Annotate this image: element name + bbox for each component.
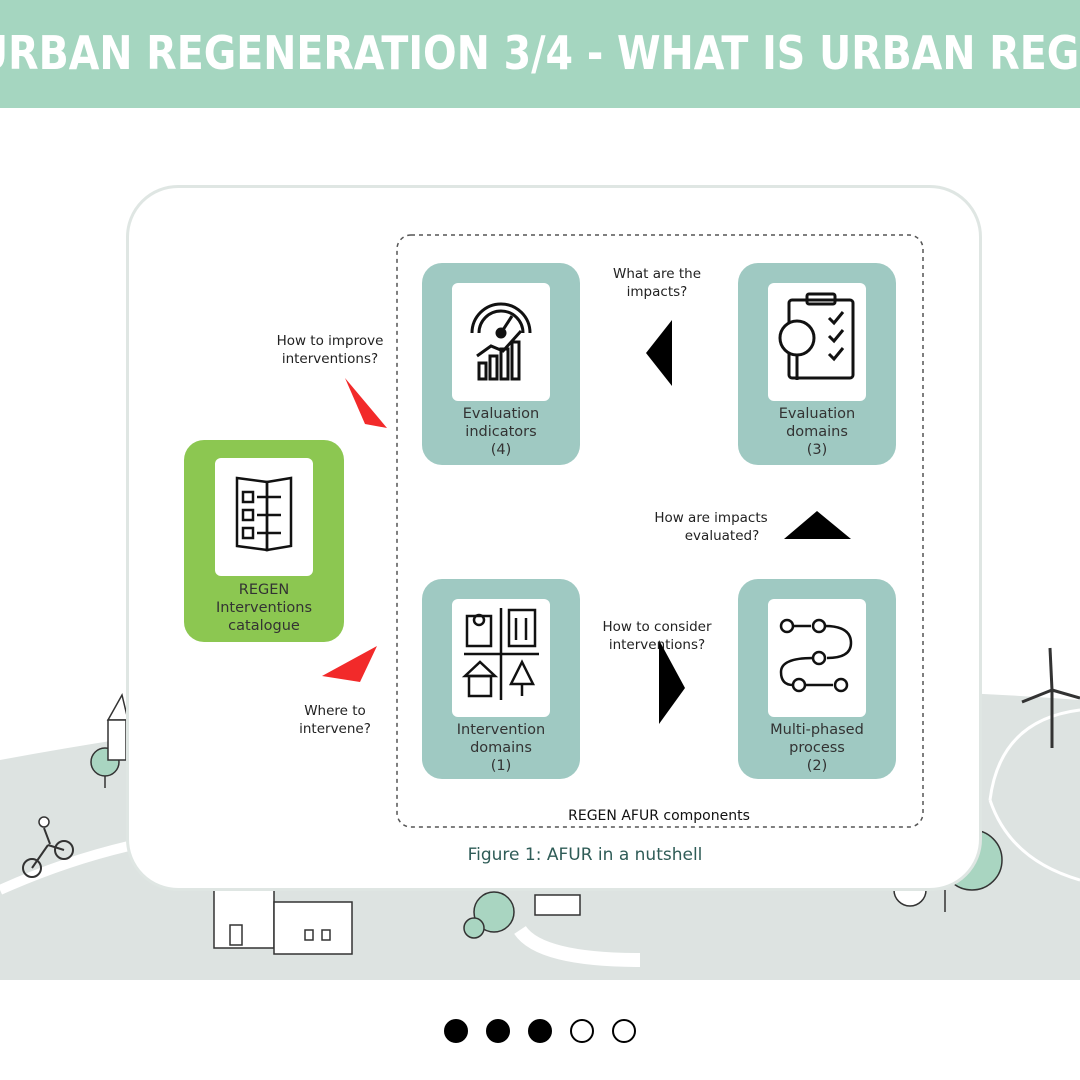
- evaluation-domains-box[interactable]: Evaluation domains (3): [738, 263, 896, 465]
- intervention-domains-line1: Intervention: [457, 722, 546, 738]
- house-icon: [106, 692, 129, 761]
- pagination-dot-2[interactable]: [486, 1019, 510, 1043]
- evaluation-indicators-box[interactable]: Evaluation indicators (4): [422, 263, 580, 465]
- question-where-line2: intervene?: [299, 721, 371, 737]
- clipboard-search-icon: [778, 292, 855, 380]
- process-flow-icon: [779, 618, 853, 693]
- question-improve-line1: How to improve: [277, 333, 384, 349]
- house-icon: [213, 889, 353, 955]
- pagination: [0, 1019, 1080, 1047]
- red-arrow-up-right-icon: [345, 378, 387, 428]
- diagram-card: REGEN AFUR components Evaluation indicat…: [126, 185, 982, 891]
- multi-phased-process-box[interactable]: Multi-phased process (2): [738, 579, 896, 779]
- question-consider-line2: interventions?: [609, 637, 705, 653]
- pagination-dot-3[interactable]: [528, 1019, 552, 1043]
- evaluation-indicators-line2: indicators: [465, 424, 536, 440]
- red-arrow-up-right-icon-2: [322, 646, 377, 682]
- evaluation-indicators-line1: Evaluation: [463, 406, 540, 422]
- pagination-dot-1[interactable]: [444, 1019, 468, 1043]
- frame-label: REGEN AFUR components: [568, 808, 750, 824]
- pagination-dot-4[interactable]: [570, 1019, 594, 1043]
- question-evaluated-line1: How are impacts: [654, 510, 767, 526]
- evaluation-domains-number: (3): [807, 442, 828, 458]
- intervention-domains-line2: domains: [470, 740, 532, 756]
- question-impacts-line1: What are the: [613, 266, 701, 282]
- figure-caption: Figure 1: AFUR in a nutshell: [468, 845, 703, 865]
- arrow-right-icon: [659, 640, 685, 724]
- catalogue-line2: Interventions: [216, 600, 312, 616]
- pagination-dot-5[interactable]: [612, 1019, 636, 1043]
- multi-phased-process-line1: Multi-phased: [770, 722, 864, 738]
- arrow-left-icon: [646, 320, 672, 386]
- city-buildings-icon: [461, 608, 539, 700]
- evaluation-domains-line2: domains: [786, 424, 848, 440]
- question-where-line1: Where to: [304, 703, 366, 719]
- question-evaluated-line2: evaluated?: [685, 528, 759, 544]
- catalogue-line1: REGEN: [239, 582, 289, 598]
- evaluation-indicators-number: (4): [491, 442, 512, 458]
- components-frame: [396, 234, 924, 828]
- catalogue-line3: catalogue: [228, 618, 300, 634]
- interventions-catalogue-box[interactable]: REGEN Interventions catalogue: [184, 440, 344, 642]
- checklist-brochure-icon: [235, 476, 293, 552]
- question-improve-line2: interventions?: [282, 351, 378, 367]
- wind-turbine-icon: [1021, 647, 1080, 748]
- gauge-chart-icon: [470, 302, 532, 381]
- banner-title: URBAN REGENERATION 3/4 - WHAT IS URBAN R…: [0, 26, 1080, 80]
- multi-phased-process-line2: process: [789, 740, 845, 756]
- cyclist-icon: [22, 816, 74, 878]
- question-consider-line1: How to consider: [602, 619, 711, 635]
- intervention-domains-number: (1): [491, 758, 512, 774]
- afur-diagram: REGEN AFUR components Evaluation indicat…: [184, 234, 924, 865]
- title-banner: URBAN REGENERATION 3/4 - WHAT IS URBAN R…: [0, 0, 1080, 108]
- arrow-up-icon: [784, 511, 851, 539]
- multi-phased-process-number: (2): [807, 758, 828, 774]
- vehicle-icon: [534, 894, 581, 916]
- intervention-domains-box[interactable]: Intervention domains (1): [422, 579, 580, 779]
- question-impacts-line2: impacts?: [627, 284, 688, 300]
- tree-icon: [463, 891, 515, 939]
- evaluation-domains-line1: Evaluation: [779, 406, 856, 422]
